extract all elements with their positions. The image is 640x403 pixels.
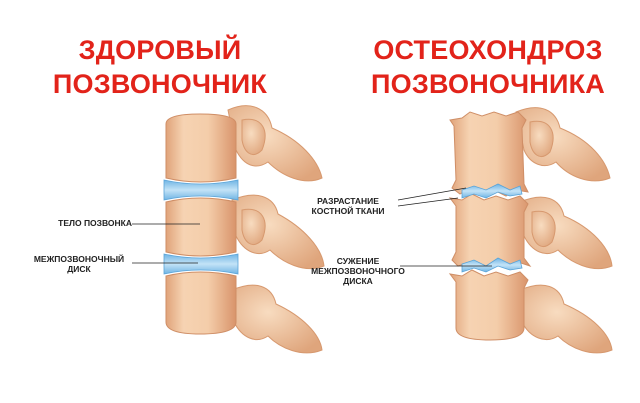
label-narrow-line1: СУЖЕНИЕ (336, 256, 380, 266)
healthy-vertebral-bodies (165, 113, 237, 335)
healthy-spine-title: ЗДОРОВЫЙ ПОЗВОНОЧНИК (40, 33, 280, 101)
healthy-disc-2 (163, 253, 239, 275)
osteochondrosis-title: ОСТЕОХОНДРОЗ ПОЗВОНОЧНИКА (348, 33, 628, 101)
healthy-title-line2: ПОЗВОНОЧНИК (52, 69, 268, 99)
healthy-spinous-processes (227, 105, 325, 354)
leader-lines (132, 187, 492, 267)
osteo-spinous-processes (515, 107, 613, 354)
osteo-vertebra-3 (448, 269, 529, 341)
label-narrow-line3: ДИСКА (343, 276, 373, 286)
healthy-vertebra-3 (165, 271, 237, 335)
label-disc-line2: ДИСК (67, 264, 91, 274)
healthy-vertebra-1 (165, 113, 237, 183)
healthy-title-line1: ЗДОРОВЫЙ (78, 35, 242, 65)
label-vertebral-body: ТЕЛО ПОЗВОНКА (28, 218, 132, 228)
label-disc-line1: МЕЖПОЗВОНОЧНЫЙ (33, 254, 125, 264)
healthy-discs (163, 179, 239, 275)
label-narrow-line2: МЕЖПОЗВОНОЧНОГО (311, 266, 405, 276)
healthy-disc-1 (163, 179, 239, 201)
osteo-title-line2: ПОЗВОНОЧНИКА (371, 69, 605, 99)
osteo-narrowed-discs (461, 183, 523, 273)
label-disc-narrowing: СУЖЕНИЕ МЕЖПОЗВОНОЧНОГО ДИСКА (310, 256, 406, 286)
label-vertebral-body-text: ТЕЛО ПОЗВОНКА (58, 218, 132, 228)
label-bone-growth: РАЗРАСТАНИЕ КОСТНОЙ ТКАНИ (298, 196, 398, 216)
healthy-spine (163, 105, 325, 354)
osteo-vertebra-1 (449, 111, 529, 197)
osteo-vertebral-bodies (448, 111, 532, 341)
osteo-disc-1 (461, 183, 523, 199)
label-growth-line1: РАЗРАСТАНИЕ (317, 196, 379, 206)
leader-growth-2 (397, 197, 459, 207)
osteo-spine (448, 107, 613, 354)
osteo-vertebra-2 (448, 193, 532, 269)
label-growth-line2: КОСТНОЙ ТКАНИ (311, 206, 385, 216)
osteo-title-line1: ОСТЕОХОНДРОЗ (373, 35, 603, 65)
healthy-vertebra-2 (165, 197, 237, 257)
label-intervertebral-disc: МЕЖПОЗВОНОЧНЫЙ ДИСК (26, 254, 132, 274)
leader-growth (397, 187, 467, 201)
